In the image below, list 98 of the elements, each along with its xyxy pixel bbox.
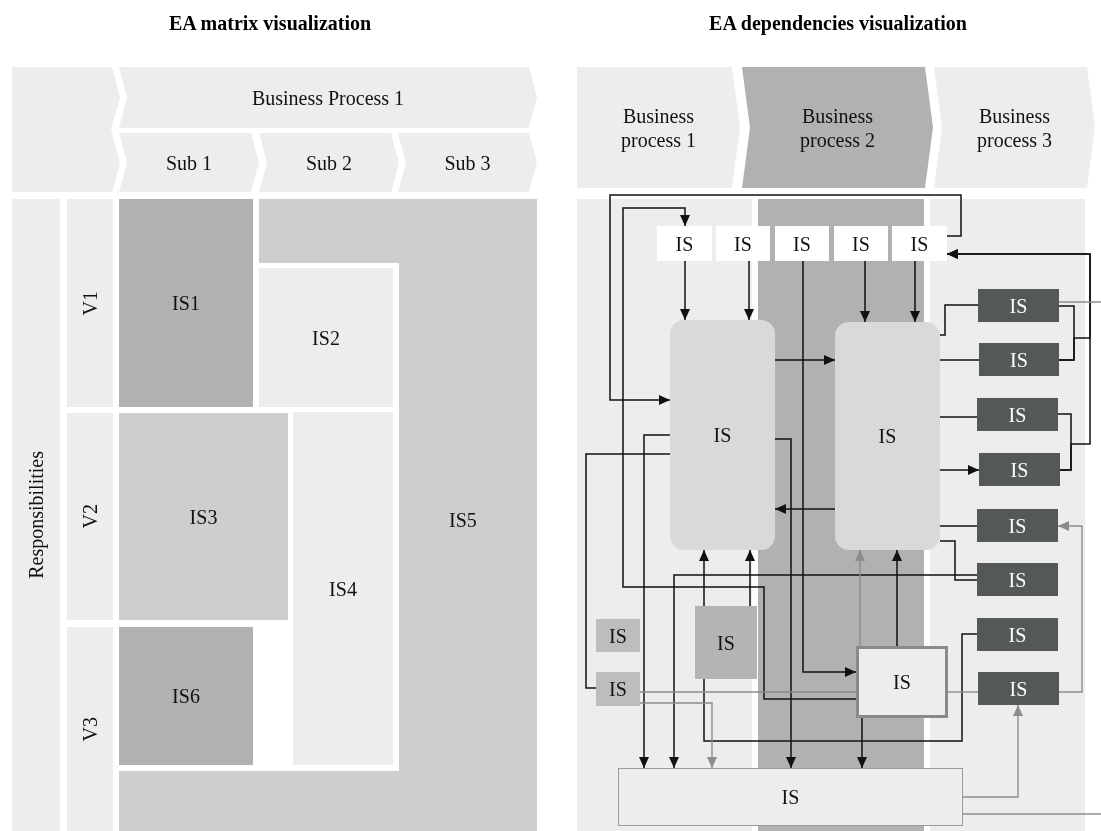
- node-label: IS: [1010, 457, 1029, 482]
- system-box: [596, 672, 640, 706]
- node-label: IS: [609, 677, 627, 701]
- connector-line: [639, 691, 857, 693]
- connector-line: [585, 453, 671, 689]
- connector-line: [962, 813, 1101, 815]
- connector-arrow: [669, 574, 978, 769]
- node-label: IS3: [189, 504, 218, 529]
- connector-arrow: [699, 549, 709, 607]
- process-header: [742, 67, 933, 188]
- connector-arrow: [1057, 521, 1083, 693]
- node-label: Responsibilities: [24, 451, 48, 579]
- system-box: [977, 398, 1058, 431]
- node-label: IS: [1008, 567, 1027, 592]
- connector-arrow: [622, 207, 857, 700]
- connector-arrow: [745, 549, 755, 607]
- node-label: IS: [717, 630, 735, 655]
- node-label: IS: [609, 623, 627, 648]
- process-header: [934, 67, 1095, 188]
- system-box: [892, 226, 947, 261]
- system-box: [834, 226, 888, 261]
- system-box: [979, 343, 1059, 376]
- node-label: IS: [1008, 513, 1027, 538]
- node-label: IS: [1008, 402, 1027, 427]
- system-box: [657, 226, 712, 261]
- connector-line: [939, 540, 978, 581]
- connector-arrow: [939, 465, 980, 475]
- node-label: IS: [852, 231, 870, 256]
- system-box: [775, 226, 829, 261]
- node-label: IS: [1008, 622, 1027, 647]
- connector-arrow: [892, 549, 902, 647]
- connector-arrow: [774, 504, 836, 514]
- connector-arrow: [860, 260, 870, 323]
- connector-arrow: [744, 260, 754, 321]
- node-label: IS5: [449, 508, 477, 532]
- connector-arrow: [855, 549, 865, 647]
- system-box: [977, 563, 1058, 596]
- node-label: IS4: [329, 576, 357, 601]
- connector-arrow: [962, 704, 1023, 798]
- node-label: IS: [910, 231, 929, 256]
- system-box: [978, 289, 1059, 322]
- connector-arrow: [910, 260, 920, 323]
- node-label: Sub 1: [165, 150, 213, 175]
- panel-title: EA matrix visualization: [167, 12, 373, 35]
- node-label: IS: [675, 231, 694, 256]
- connector-line: [703, 633, 978, 742]
- connector-line: [947, 691, 979, 693]
- system-box: [716, 226, 770, 261]
- system-box: [856, 646, 948, 718]
- node-label: IS: [1009, 293, 1028, 318]
- system-block: [119, 199, 253, 407]
- connector-line: [1058, 301, 1101, 303]
- node-label: IS: [893, 670, 911, 694]
- connector-arrow: [774, 355, 836, 365]
- node-label: Business process 3: [976, 103, 1053, 152]
- node-label: IS: [878, 424, 897, 448]
- system-block: [119, 413, 288, 620]
- system-box: [978, 672, 1059, 705]
- system-block: [119, 627, 253, 765]
- connector-line: [939, 525, 978, 527]
- connector-arrow: [639, 434, 671, 769]
- system-block: [119, 199, 537, 831]
- connector-arrow: [857, 717, 867, 769]
- node-label: IS: [1010, 347, 1028, 372]
- connector-arrow: [609, 194, 962, 405]
- system-box: [618, 768, 963, 826]
- node-label: Business process 2: [799, 103, 876, 152]
- connector-line: [939, 304, 979, 336]
- connector-line: [939, 416, 978, 418]
- node-label: IS1: [172, 291, 200, 315]
- system-box: [977, 618, 1058, 651]
- node-label: IS6: [172, 684, 200, 708]
- connector-arrow: [946, 249, 1091, 471]
- node-label: V1: [78, 290, 102, 316]
- system-box: [596, 619, 640, 652]
- system-box: [695, 606, 757, 679]
- node-label: V3: [78, 716, 102, 742]
- system-box: [835, 322, 940, 550]
- node-label: IS2: [312, 325, 340, 350]
- panel-title: EA dependencies visualization: [708, 12, 968, 35]
- connector-line: [939, 359, 980, 361]
- node-label: IS: [781, 785, 800, 809]
- node-label: IS: [734, 231, 752, 256]
- node-label: Business process 1: [620, 103, 697, 152]
- node-label: V2: [78, 504, 102, 529]
- node-label: Business Process 1: [251, 85, 405, 110]
- node-label: IS: [793, 231, 811, 256]
- node-label: IS: [1009, 676, 1028, 701]
- connector-arrow: [802, 260, 857, 677]
- system-box: [670, 320, 775, 550]
- node-label: Sub 3: [444, 150, 491, 175]
- connector-arrow: [774, 438, 796, 769]
- node-label: Sub 2: [305, 150, 353, 175]
- connector-arrow: [680, 260, 690, 321]
- connector-arrow: [639, 702, 717, 769]
- system-box: [977, 509, 1058, 542]
- system-box: [979, 453, 1060, 486]
- node-label: IS: [713, 423, 732, 447]
